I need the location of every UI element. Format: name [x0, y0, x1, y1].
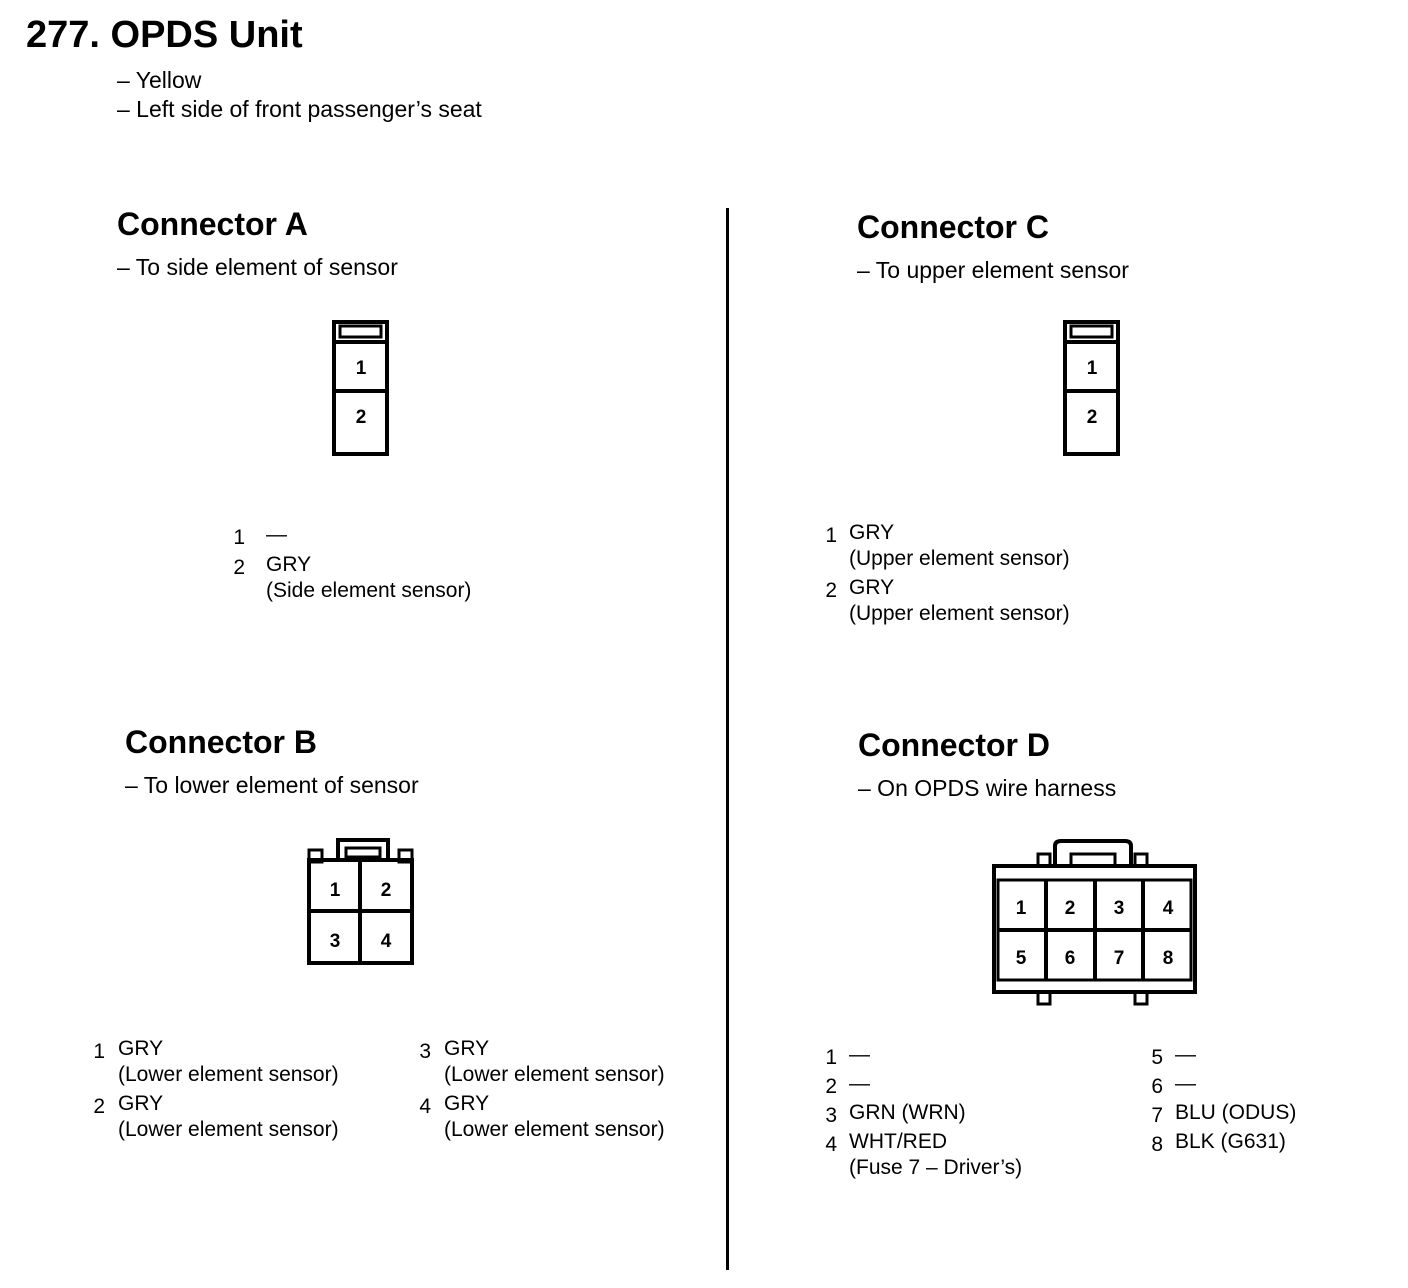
- pin-note: (Side element sensor): [266, 579, 472, 602]
- connector-d-title: Connector D: [858, 727, 1050, 763]
- connector-d-cell-3: 3: [1114, 898, 1125, 919]
- connector-d-cell-1: 1: [1016, 898, 1027, 919]
- header-color-line: – Yellow: [117, 67, 202, 93]
- pin-wire: —: [849, 1072, 870, 1095]
- connector-d-cell-4: 4: [1163, 898, 1174, 919]
- pin-number: 1: [93, 1040, 105, 1063]
- pin-number: 8: [1151, 1133, 1163, 1156]
- connector-c-face-diagram: 1 2: [1063, 320, 1120, 456]
- pin-wire: BLK (G631): [1175, 1130, 1286, 1153]
- connector-b-face-diagram: 1 2 3 4: [307, 838, 414, 965]
- pin-note: (Upper element sensor): [849, 602, 1070, 625]
- connector-b-cell-3: 3: [330, 931, 341, 952]
- pin-wire: —: [266, 523, 287, 546]
- pin-number: 2: [825, 1075, 837, 1098]
- pin-number: 4: [825, 1133, 837, 1156]
- pin-wire: GRY: [849, 576, 895, 599]
- pin-number: 2: [825, 579, 837, 602]
- pin-number: 2: [93, 1095, 105, 1118]
- connector-a-subtitle: – To side element of sensor: [117, 254, 398, 280]
- pin-note: (Upper element sensor): [849, 547, 1070, 570]
- pin-number: 4: [419, 1095, 431, 1118]
- pin-number: 1: [233, 526, 245, 549]
- column-divider: [726, 208, 729, 1270]
- connector-a-cell-2: 2: [356, 407, 367, 428]
- pin-number: 5: [1151, 1046, 1163, 1069]
- pin-wire: —: [849, 1043, 870, 1066]
- pin-wire: GRY: [444, 1037, 490, 1060]
- pin-note: (Lower element sensor): [118, 1063, 339, 1086]
- pin-note: (Lower element sensor): [118, 1118, 339, 1141]
- connector-c-subtitle: – To upper element sensor: [857, 257, 1129, 283]
- pin-wire: —: [1175, 1072, 1196, 1095]
- pin-number: 1: [825, 1046, 837, 1069]
- connector-d-cell-5: 5: [1016, 948, 1027, 969]
- pin-wire: WHT/RED: [849, 1130, 947, 1153]
- connector-a-title: Connector A: [117, 206, 308, 242]
- connector-d-face-diagram: 1 2 3 4 5 6 7 8: [992, 839, 1197, 1006]
- pin-wire: BLU (ODUS): [1175, 1101, 1297, 1124]
- pin-number: 3: [825, 1104, 837, 1127]
- connector-b-cell-2: 2: [381, 880, 392, 901]
- connector-b-title: Connector B: [125, 724, 317, 760]
- pin-wire: GRY: [118, 1092, 164, 1115]
- pin-wire: GRN (WRN): [849, 1101, 966, 1124]
- connector-d-cell-8: 8: [1163, 948, 1174, 969]
- pin-number: 2: [233, 556, 245, 579]
- pin-number: 6: [1151, 1075, 1163, 1098]
- connector-b-cell-1: 1: [330, 880, 341, 901]
- pin-note: (Lower element sensor): [444, 1118, 665, 1141]
- pin-number: 3: [419, 1040, 431, 1063]
- connector-d-cell-2: 2: [1065, 898, 1076, 919]
- connector-c-cell-2: 2: [1087, 407, 1098, 428]
- connector-c-title: Connector C: [857, 209, 1049, 245]
- pin-wire: GRY: [118, 1037, 164, 1060]
- page-title: 277. OPDS Unit: [26, 14, 303, 56]
- pin-note: (Fuse 7 – Driver’s): [849, 1156, 1023, 1179]
- pin-wire: GRY: [849, 521, 895, 544]
- header-location-line: – Left side of front passenger’s seat: [117, 96, 482, 122]
- pin-number: 1: [825, 524, 837, 547]
- connector-a-face-diagram: 1 2: [332, 320, 389, 456]
- pin-wire: GRY: [444, 1092, 490, 1115]
- pin-wire: GRY: [266, 553, 312, 576]
- pin-number: 7: [1151, 1104, 1163, 1127]
- connector-b-cell-4: 4: [381, 931, 392, 952]
- connector-d-cell-6: 6: [1065, 948, 1076, 969]
- connector-b-subtitle: – To lower element of sensor: [125, 772, 419, 798]
- pin-note: (Lower element sensor): [444, 1063, 665, 1086]
- connector-d-cell-7: 7: [1114, 948, 1125, 969]
- connector-c-cell-1: 1: [1087, 358, 1098, 379]
- connector-a-cell-1: 1: [356, 358, 367, 379]
- pin-wire: —: [1175, 1043, 1196, 1066]
- connector-d-subtitle: – On OPDS wire harness: [858, 775, 1117, 801]
